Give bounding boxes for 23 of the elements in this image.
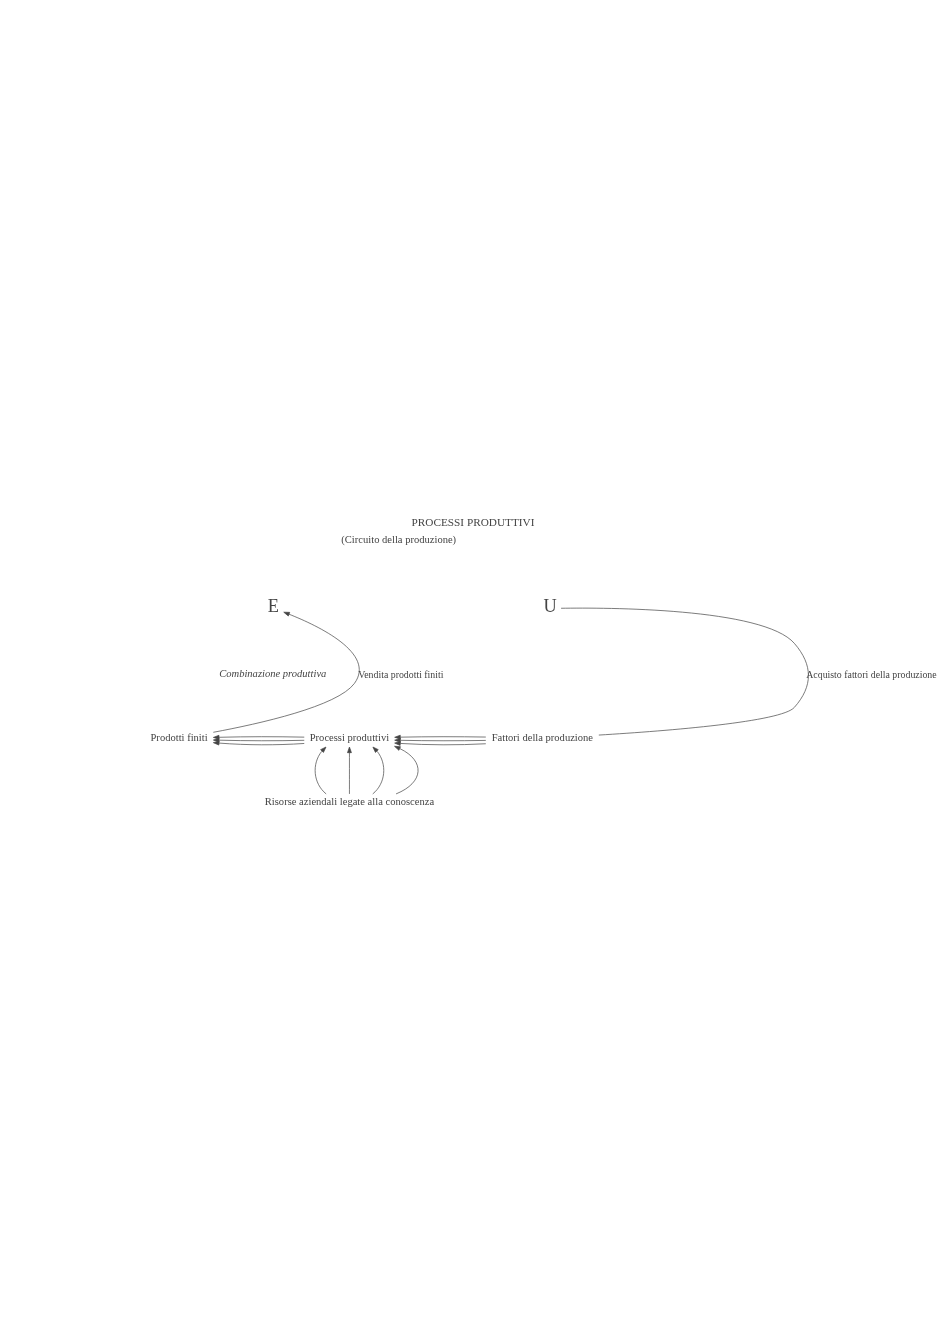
diagram-title: PROCESSI PRODUTTIVI — [411, 515, 535, 528]
arrow — [213, 737, 305, 743]
edge-label: Vendita prodotti finiti — [358, 668, 444, 680]
connector — [560, 607, 809, 736]
node-text: Processi produttivi — [309, 732, 390, 744]
arrow — [394, 745, 419, 795]
label: (Circuito della produzione) — [341, 533, 457, 545]
arrow — [213, 734, 305, 740]
node-text: Fattori della produzione — [491, 732, 594, 744]
node-text: Risorse aziendali legate alla conoscenza — [264, 795, 435, 807]
arrow — [212, 611, 360, 733]
arrow — [394, 734, 487, 740]
arrow — [314, 746, 327, 795]
label: Combinazione produttiva — [219, 668, 327, 680]
node-text: Prodotti finiti — [150, 732, 208, 744]
node-text: E — [267, 596, 280, 617]
edge-label: Acquisto fattori della produzione — [806, 668, 937, 680]
node-text: U — [543, 596, 557, 617]
arrow — [394, 741, 487, 746]
arrow — [394, 738, 487, 743]
arrow — [213, 740, 305, 746]
arrow — [372, 746, 385, 795]
arrow — [347, 746, 352, 795]
